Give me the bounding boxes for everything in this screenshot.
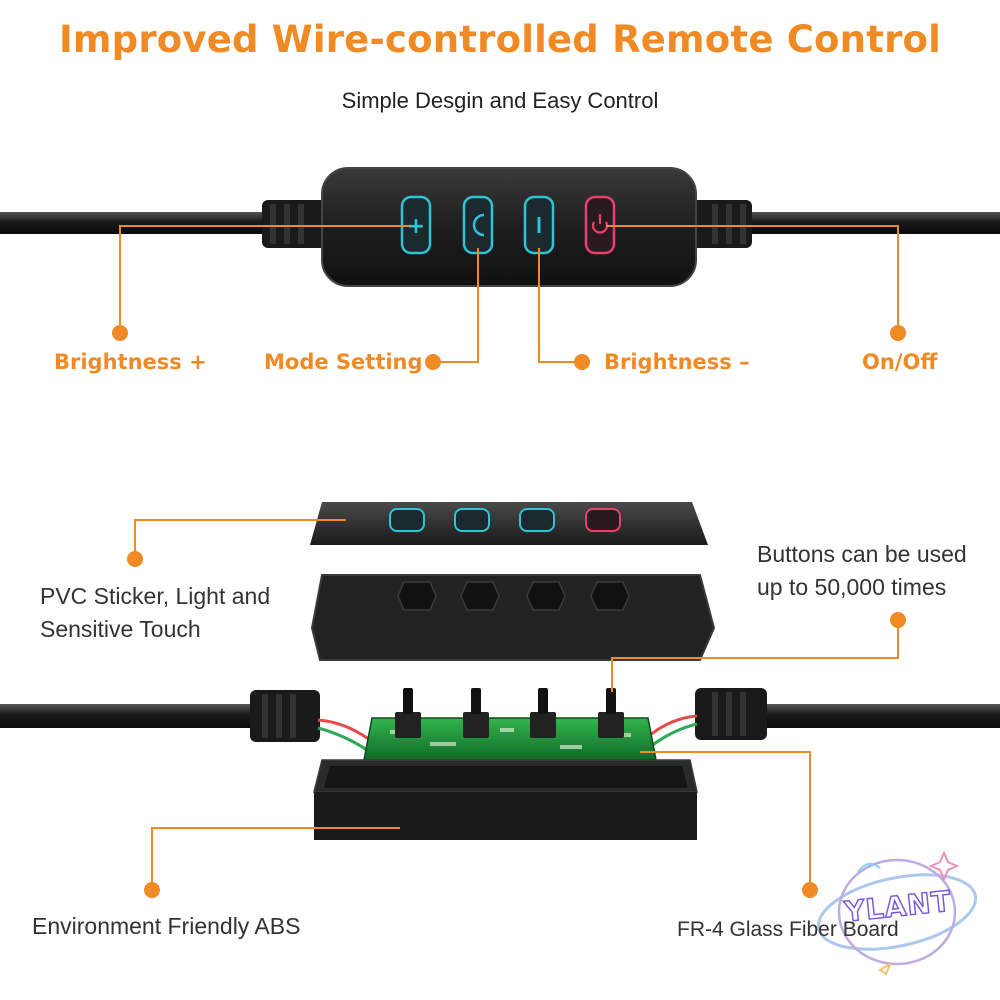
pvc-sticker-layer	[310, 502, 708, 545]
callout-line-brightness-plus	[119, 225, 410, 330]
label-pvc-sticker-line2: Sensitive Touch	[40, 616, 201, 642]
bottom-callout-dots	[127, 551, 906, 898]
label-buttons-life-line2: up to 50,000 times	[757, 574, 947, 600]
label-brightness-minus: Brightness –	[604, 350, 750, 374]
label-brightness-plus: Brightness +	[54, 350, 207, 374]
top-callout-dots	[112, 325, 906, 370]
label-fr4: FR-4 Glass Fiber Board	[677, 918, 899, 941]
assembled-remote: +	[0, 167, 1000, 287]
strain-relief-left	[262, 200, 332, 248]
top-casing-layer	[310, 574, 716, 661]
bottom-casing-layer	[313, 759, 698, 840]
button-minus[interactable]	[523, 195, 555, 255]
strain-relief-right	[680, 200, 752, 248]
callout-line-mode	[436, 248, 479, 363]
page-title: Improved Wire-controlled Remote Control	[58, 18, 942, 61]
cable-right-bottom	[755, 704, 1000, 728]
svg-text:+: +	[407, 214, 425, 239]
callout-line-power	[606, 225, 899, 330]
strain-relief-left-bottom	[250, 690, 320, 742]
button-mode[interactable]	[462, 195, 494, 255]
cable-left-bottom	[0, 704, 260, 728]
callout-line-minus	[538, 248, 580, 363]
page-subtitle: Simple Desgin and Easy Control	[341, 88, 659, 113]
callout-line-fr4	[640, 751, 811, 887]
strain-relief-right-bottom	[695, 688, 767, 740]
label-on-off: On/Off	[862, 350, 938, 374]
callout-line-pvc	[134, 519, 346, 555]
label-buttons-life-line1: Buttons can be used	[757, 541, 967, 567]
label-buttons-life: Buttons can be used up to 50,000 times	[757, 538, 967, 604]
cable-left	[0, 212, 275, 234]
label-abs: Environment Friendly ABS	[32, 913, 301, 939]
label-mode-setting: Mode Setting	[264, 350, 423, 374]
cable-right	[740, 212, 1000, 234]
bottom-callouts	[134, 519, 899, 887]
callout-line-buttons	[611, 625, 899, 692]
top-callouts	[119, 225, 899, 363]
callout-line-abs	[151, 827, 400, 887]
pcb-board	[363, 688, 657, 761]
label-pvc-sticker: PVC Sticker, Light and Sensitive Touch	[40, 580, 270, 646]
ylant-watermark-logo	[816, 850, 978, 976]
label-pvc-sticker-line1: PVC Sticker, Light and	[40, 583, 271, 609]
